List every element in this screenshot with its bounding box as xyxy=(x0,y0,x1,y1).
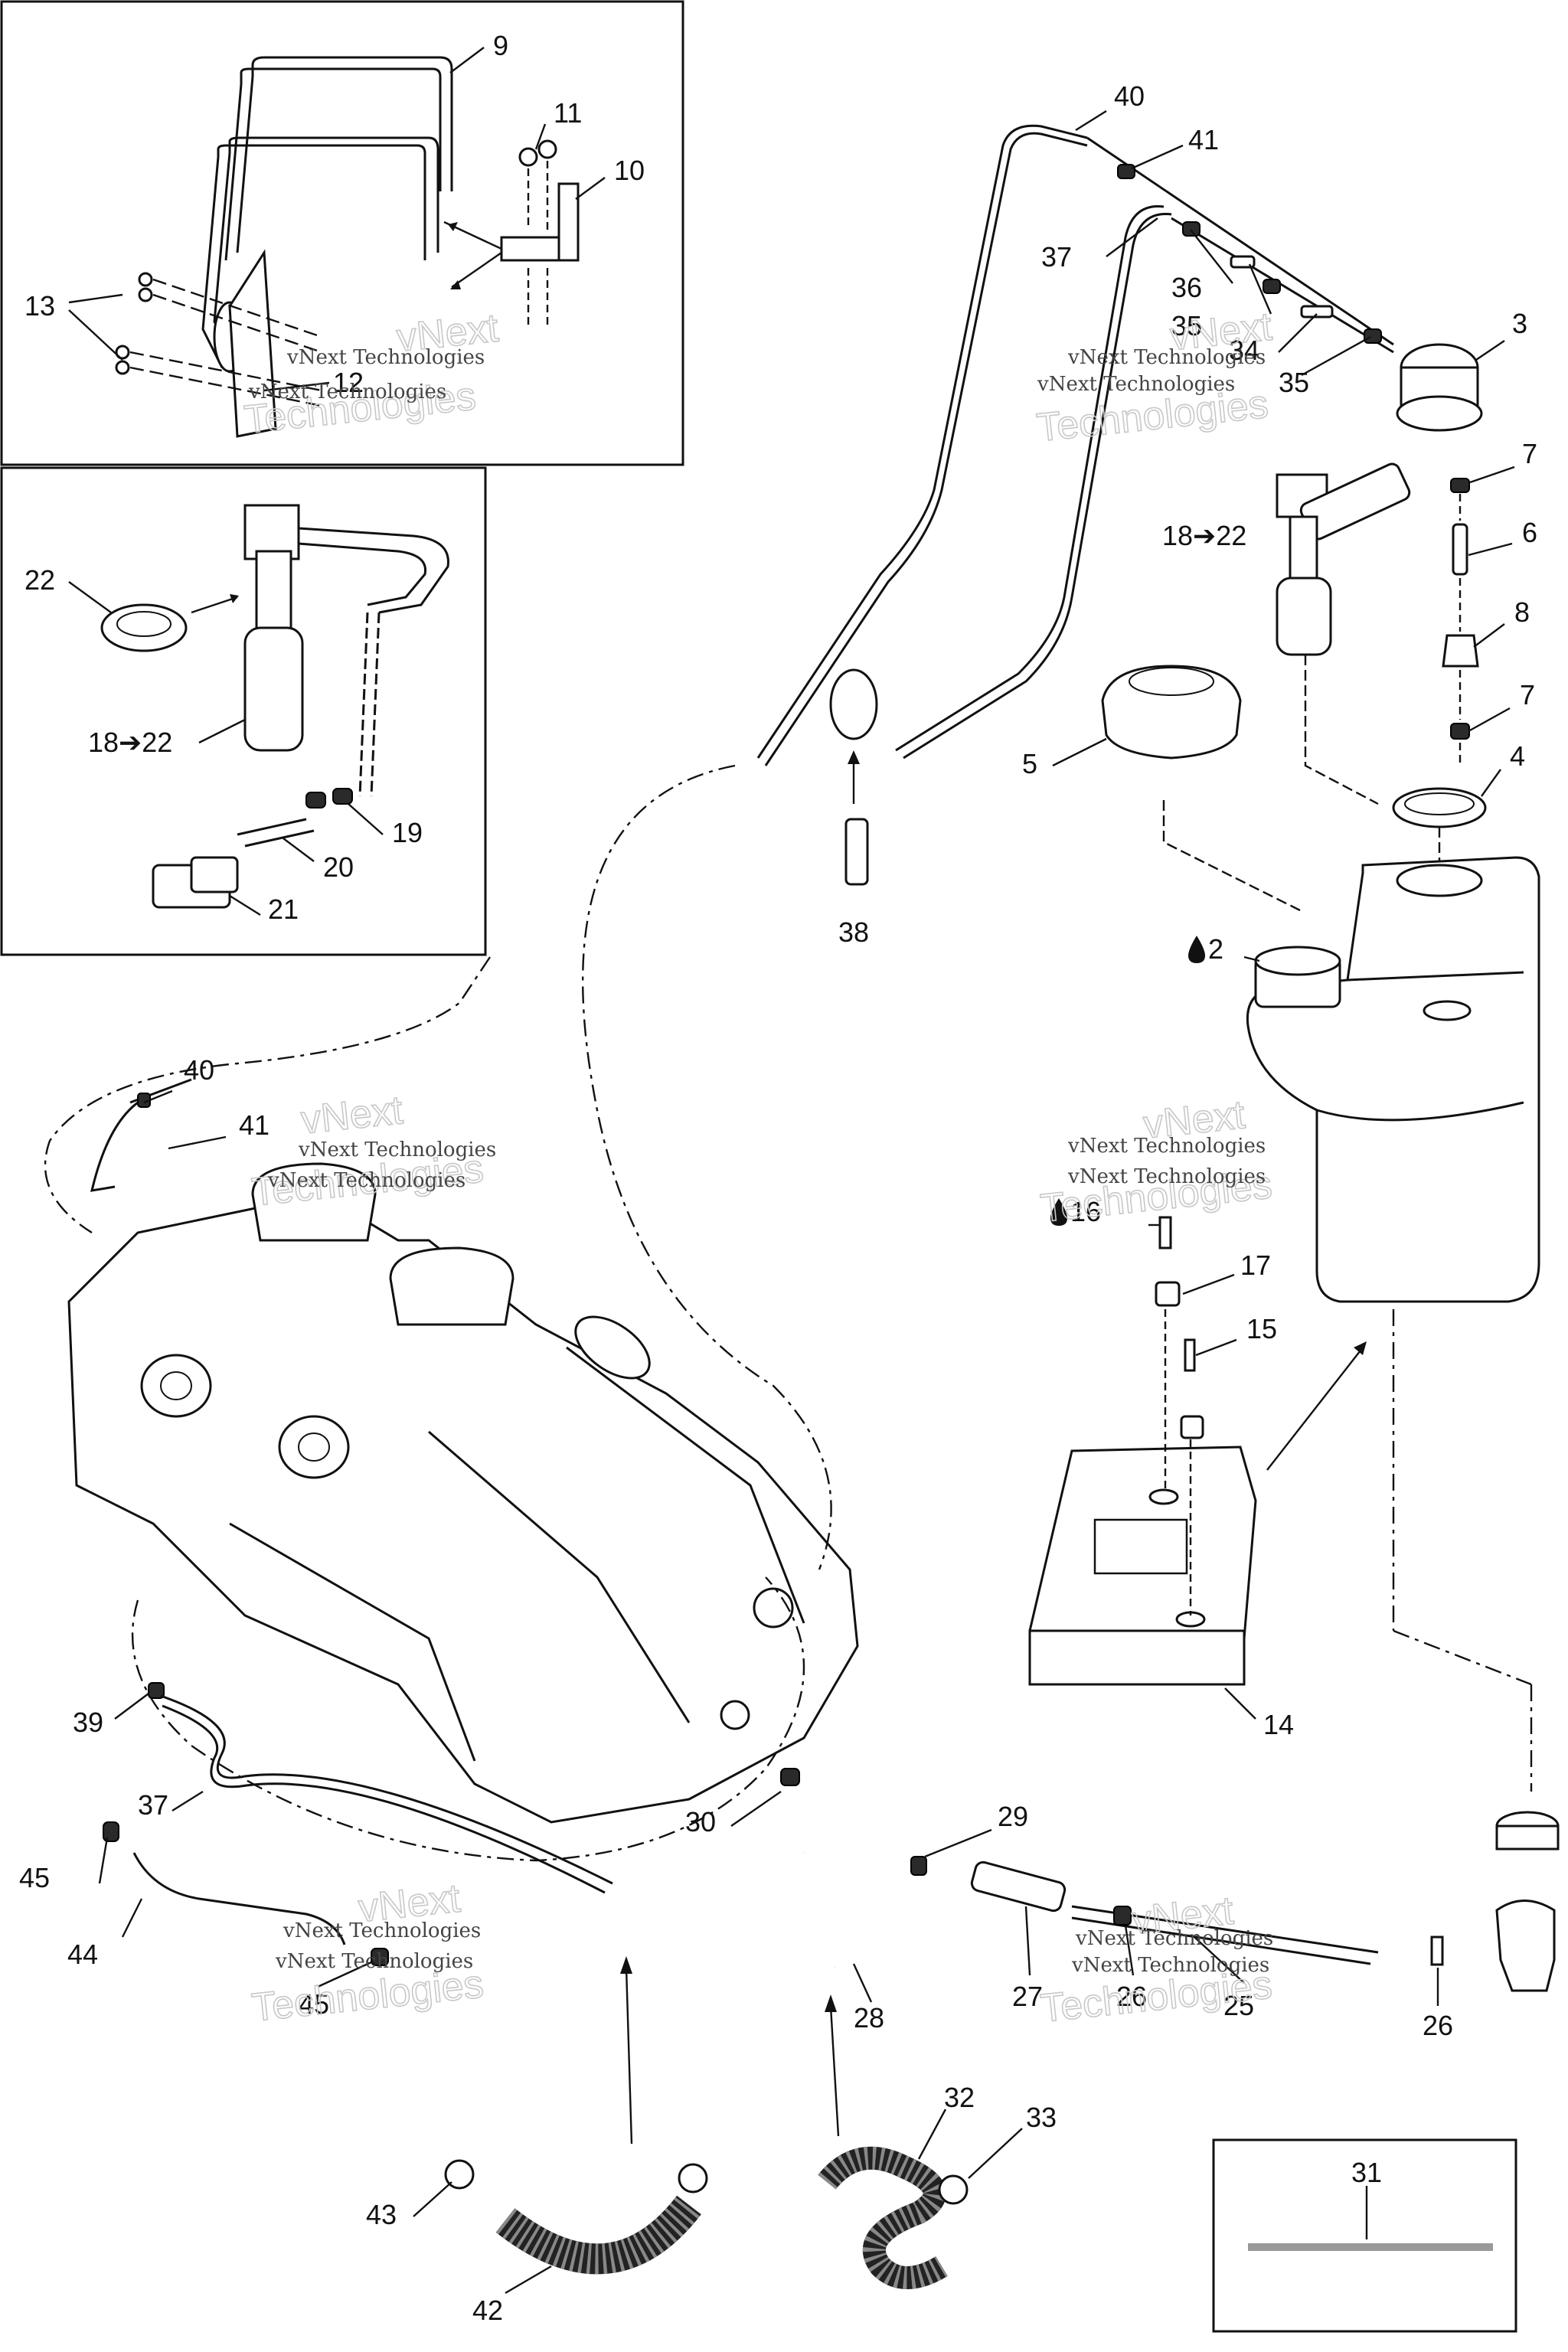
engine-outline xyxy=(44,764,832,1862)
fuel-cap xyxy=(1101,665,1302,913)
watermark-vnext-technologies: vNext Technologies xyxy=(298,1138,496,1161)
callout-34: 34 xyxy=(1229,335,1259,366)
fuel-line-assembly xyxy=(103,1682,1560,2145)
callout-7-top: 7 xyxy=(1522,438,1537,469)
callout-32: 32 xyxy=(944,2082,975,2113)
callout-18-22: 18➔22 xyxy=(1162,520,1246,551)
callout-40-top: 40 xyxy=(1114,80,1145,112)
callout-39: 39 xyxy=(73,1707,103,1738)
watermark-vnext-technologies: vNext Technologies xyxy=(248,381,446,403)
callout-22-inset: 22 xyxy=(24,564,55,596)
label-sticker xyxy=(1248,2243,1493,2251)
callout-45-right: 45 xyxy=(299,1988,329,2020)
callout-15: 15 xyxy=(1246,1313,1277,1344)
watermark-vnext-technologies: vNext Technologies xyxy=(1071,1954,1269,1977)
callout-16: 16 xyxy=(1070,1196,1101,1227)
watermark-vnext-technologies: vNext Technologies xyxy=(1067,346,1266,369)
engine xyxy=(67,1078,859,1824)
callout-9: 9 xyxy=(493,30,508,61)
watermarks: vNext Technologies vNext Technologies vN… xyxy=(241,304,1275,2032)
callout-14: 14 xyxy=(1263,1709,1294,1740)
tank-pad xyxy=(1028,1216,1367,1686)
callout-44: 44 xyxy=(67,1939,98,1970)
handle-assembly xyxy=(115,56,580,438)
callout-18-22-inset: 18➔22 xyxy=(88,727,172,758)
callout-8: 8 xyxy=(1514,596,1530,628)
callout-6: 6 xyxy=(1522,517,1537,548)
callout-2: 2 xyxy=(1208,933,1223,965)
callout-41-top: 41 xyxy=(1188,124,1219,155)
watermark-vnext-technologies: vNext Technologies xyxy=(275,1950,473,1973)
callout-26-right: 26 xyxy=(1423,2010,1453,2041)
callout-33: 33 xyxy=(1026,2102,1057,2133)
callout-21: 21 xyxy=(268,893,299,925)
callout-41-engine: 41 xyxy=(239,1109,270,1141)
oil-drop-icon xyxy=(1188,936,1205,963)
callout-40-engine: 40 xyxy=(184,1054,214,1086)
callout-42: 42 xyxy=(472,2295,503,2326)
callout-29: 29 xyxy=(998,1801,1028,1832)
watermark-vnext-technologies: vNext Technologies xyxy=(267,1169,466,1192)
callout-37-top: 37 xyxy=(1041,241,1072,273)
callout-45-left: 45 xyxy=(19,1862,50,1893)
callout-12: 12 xyxy=(333,367,364,398)
callout-3: 3 xyxy=(1512,308,1527,339)
callout-37-bottom: 37 xyxy=(138,1789,168,1821)
callout-35-b: 35 xyxy=(1279,367,1309,398)
callout-38: 38 xyxy=(838,916,869,948)
breather-assembly xyxy=(756,124,1483,886)
callout-31: 31 xyxy=(1351,2157,1382,2188)
callout-11: 11 xyxy=(554,97,582,129)
oil-drop-icon xyxy=(1050,1198,1067,1226)
callout-28: 28 xyxy=(854,2002,884,2034)
callout-25: 25 xyxy=(1223,1990,1254,2021)
callout-35-a: 35 xyxy=(1171,310,1202,341)
callout-17: 17 xyxy=(1240,1250,1271,1281)
watermark-vnext-technologies: vNext Technologies xyxy=(1067,1165,1266,1188)
callout-13: 13 xyxy=(24,290,55,322)
callout-26-left: 26 xyxy=(1116,1981,1147,2012)
callout-27: 27 xyxy=(1012,1981,1043,2012)
callout-36: 36 xyxy=(1171,272,1202,303)
watermark-vnext-technologies: vNext Technologies xyxy=(1075,1927,1273,1950)
callout-19: 19 xyxy=(392,817,423,848)
inset-box-label xyxy=(1212,2138,1517,2333)
callout-20: 20 xyxy=(323,851,354,883)
callout-30: 30 xyxy=(685,1806,716,1838)
watermark-vnext-technologies: vNext Technologies xyxy=(1067,1135,1266,1158)
watermark-vnext-technologies: vNext Technologies xyxy=(1037,373,1235,396)
watermark-vnext-technologies: vNext Technologies xyxy=(286,346,485,369)
fuel-sender-inset xyxy=(100,504,449,909)
watermark-vnext-technologies: vNext Technologies xyxy=(283,1919,481,1942)
callout-7-bottom: 7 xyxy=(1520,679,1535,710)
coiled-hoses xyxy=(444,2146,969,2289)
oil-tank xyxy=(1246,856,1540,1792)
watermark-vnext: vNext xyxy=(299,1088,405,1143)
callout-10: 10 xyxy=(614,155,645,186)
leader-lines xyxy=(68,47,1515,2295)
inset-box-handle xyxy=(0,0,684,466)
callout-4: 4 xyxy=(1510,740,1525,772)
callout-5: 5 xyxy=(1022,748,1037,779)
fuel-pickup-assembly xyxy=(1276,462,1487,896)
inset-box-fuel-sender xyxy=(0,466,487,956)
callout-43: 43 xyxy=(366,2199,397,2230)
